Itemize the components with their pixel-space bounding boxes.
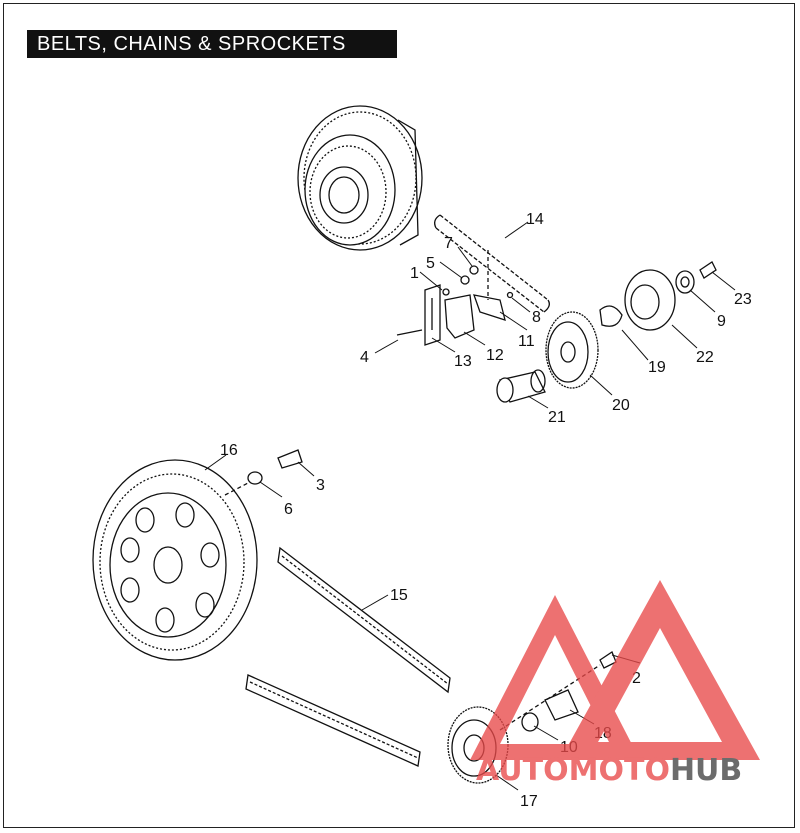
primary-chain	[434, 214, 550, 313]
callout-12: 12	[486, 347, 504, 364]
clutch-shell	[297, 105, 423, 251]
callout-8: 8	[532, 309, 541, 326]
engine-sprocket	[545, 311, 599, 389]
diagram-frame	[3, 3, 795, 828]
callout-17: 17	[520, 793, 538, 810]
callout-21: 21	[548, 409, 566, 426]
callout-22: 22	[696, 349, 714, 366]
chain-tensioner	[396, 250, 514, 346]
callout-9: 9	[717, 313, 726, 330]
watermark-triangle-right	[560, 580, 760, 760]
callout-13: 13	[454, 353, 472, 370]
shaft-extension	[496, 369, 546, 403]
callout-20: 20	[612, 397, 630, 414]
callout-23: 23	[734, 291, 752, 308]
callout-2: 2	[632, 670, 641, 687]
callout-7: 7	[444, 235, 453, 252]
callout-19: 19	[648, 359, 666, 376]
callout-5: 5	[426, 255, 435, 272]
page-title: BELTS, CHAINS & SPROCKETS	[27, 30, 397, 58]
callout-6: 6	[284, 501, 293, 518]
callout-3: 3	[316, 477, 325, 494]
callout-labels: 1 2 3 4 5 6 7 8 9 10 11 12 13 14 15 16 1…	[220, 211, 752, 810]
callout-1: 1	[410, 265, 419, 282]
rotor	[599, 261, 717, 331]
watermark-text: AUTOMOTOHUB	[476, 753, 742, 788]
automotohub-watermark: AUTOMOTOHUB	[470, 580, 760, 788]
callout-11: 11	[518, 333, 535, 350]
callout-4: 4	[360, 349, 369, 366]
drive-belt	[245, 546, 451, 767]
callout-15: 15	[390, 587, 408, 604]
rear-pulley	[92, 449, 303, 661]
callout-16: 16	[220, 442, 238, 459]
callout-14: 14	[526, 211, 544, 228]
